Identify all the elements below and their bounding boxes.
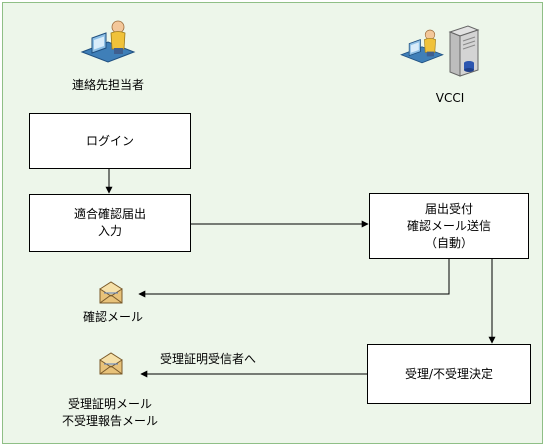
contact-person-label: 連絡先担当者 (71, 78, 144, 92)
decision-label: 受理/不受理決定 (404, 366, 494, 381)
envelope-icon (99, 352, 123, 375)
login-step: ログイン (29, 113, 191, 169)
decision-step: 受理/不受理決定 (367, 344, 531, 404)
input-label-line1: 適合確認届出 (73, 207, 146, 221)
login-label: ログイン (85, 133, 134, 148)
person-at-computer-icon (400, 29, 444, 64)
receive-label-line1: 届出受付 (424, 201, 473, 216)
confirm-mail-label: 確認メール (82, 310, 143, 324)
receive-label-line2: 確認メール送信 (406, 218, 491, 233)
result-mail-label-line1: 受理証明メール (67, 397, 152, 411)
envelope-icon (99, 281, 123, 304)
input-step: 適合確認届出 入力 (29, 194, 191, 252)
input-label-line2: 入力 (97, 224, 122, 238)
arrow-receive-to-confirm-mail (138, 259, 450, 298)
result-mail-label-line2: 不受理報告メール (61, 414, 158, 428)
person-at-computer-icon (80, 20, 136, 63)
server-icon (448, 25, 480, 77)
receive-label-line3: （自動） (424, 235, 473, 250)
receive-step: 届出受付 確認メール送信 （自動） (369, 193, 529, 259)
vcci-label: VCCI (435, 91, 465, 105)
to-recipient-label: 受理証明受信者へ (160, 352, 257, 366)
